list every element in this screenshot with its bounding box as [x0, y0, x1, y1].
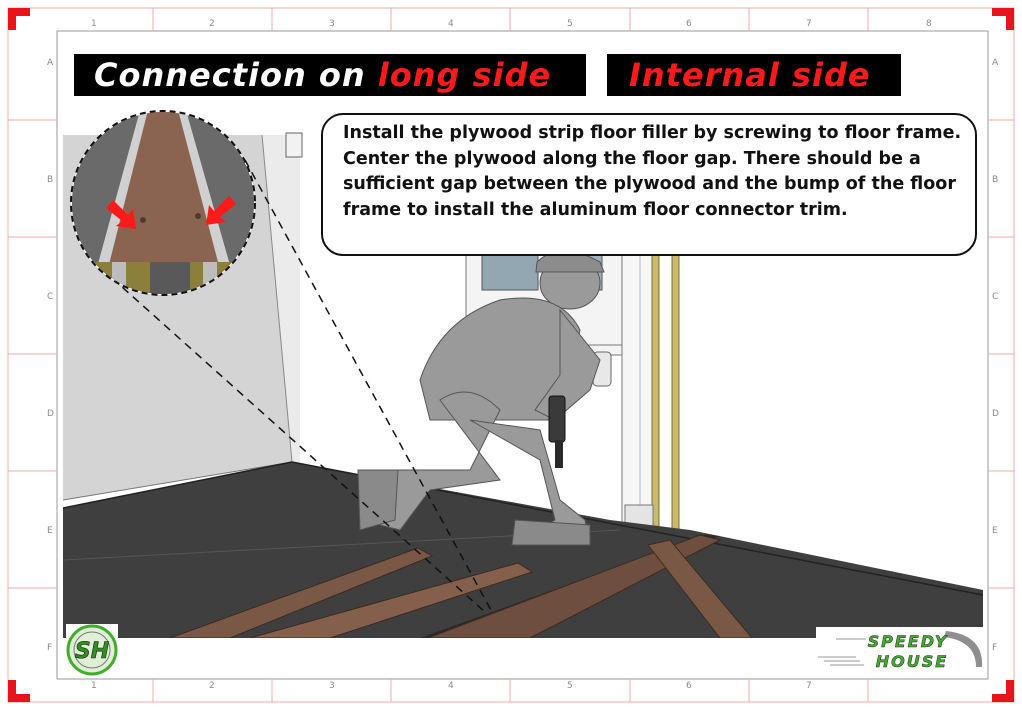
grid-row-right: B: [992, 175, 998, 185]
grid-row-right: C: [992, 292, 998, 302]
grid-col-bottom: 4: [448, 681, 454, 691]
grid-row-left: A: [47, 58, 53, 68]
grid-col-bottom: 3: [329, 681, 335, 691]
grid-col-top: 4: [448, 19, 454, 29]
grid-col-bottom: 6: [686, 681, 692, 691]
grid-col-top: 7: [806, 19, 812, 29]
grid-col-top: 8: [926, 19, 932, 29]
title-internal-side-text: Internal side: [629, 56, 871, 94]
grid-row-left: C: [47, 292, 53, 302]
grid-col-top: 1: [91, 19, 97, 29]
title-long-side-text: long side: [378, 56, 551, 94]
grid-row-left: D: [47, 409, 54, 419]
grid-row-left: E: [47, 526, 53, 536]
grid-col-bottom: 7: [806, 681, 812, 691]
title-connection-text: Connection on: [94, 56, 378, 94]
grid-row-right: A: [992, 58, 998, 68]
grid-col-top: 2: [209, 19, 215, 29]
speedy-house-logo-icon: SPEEDY HOUSE: [816, 627, 986, 673]
instruction-text: Install the plywood strip floor filler b…: [343, 123, 961, 220]
grid-col-bottom: 5: [567, 681, 573, 691]
grid-col-bottom: 2: [209, 681, 215, 691]
grid-col-top: 3: [329, 19, 335, 29]
sh-logo-letters: SH: [75, 639, 109, 664]
grid-row-right: F: [992, 643, 997, 653]
grid-col-bottom: 1: [91, 681, 97, 691]
sh-logo-icon: SH: [66, 624, 118, 676]
brand-line2: HOUSE: [876, 652, 948, 671]
corner-mark-bottom-right: [992, 680, 1014, 702]
title-banner-internal-side: Internal side: [607, 54, 901, 96]
corner-mark-top-right: [992, 8, 1014, 30]
grid-row-right: E: [992, 526, 998, 536]
grid-row-left: B: [47, 175, 53, 185]
grid-col-top: 6: [686, 19, 692, 29]
grid-col-top: 5: [567, 19, 573, 29]
brand-line1: SPEEDY: [868, 632, 949, 651]
corner-mark-top-left: [8, 8, 30, 30]
corner-mark-bottom-left: [8, 680, 30, 702]
grid-row-right: D: [992, 409, 999, 419]
grid-row-left: F: [47, 643, 52, 653]
instruction-callout: Install the plywood strip floor filler b…: [321, 113, 977, 256]
title-banner-connection: Connection on long side: [74, 54, 586, 96]
